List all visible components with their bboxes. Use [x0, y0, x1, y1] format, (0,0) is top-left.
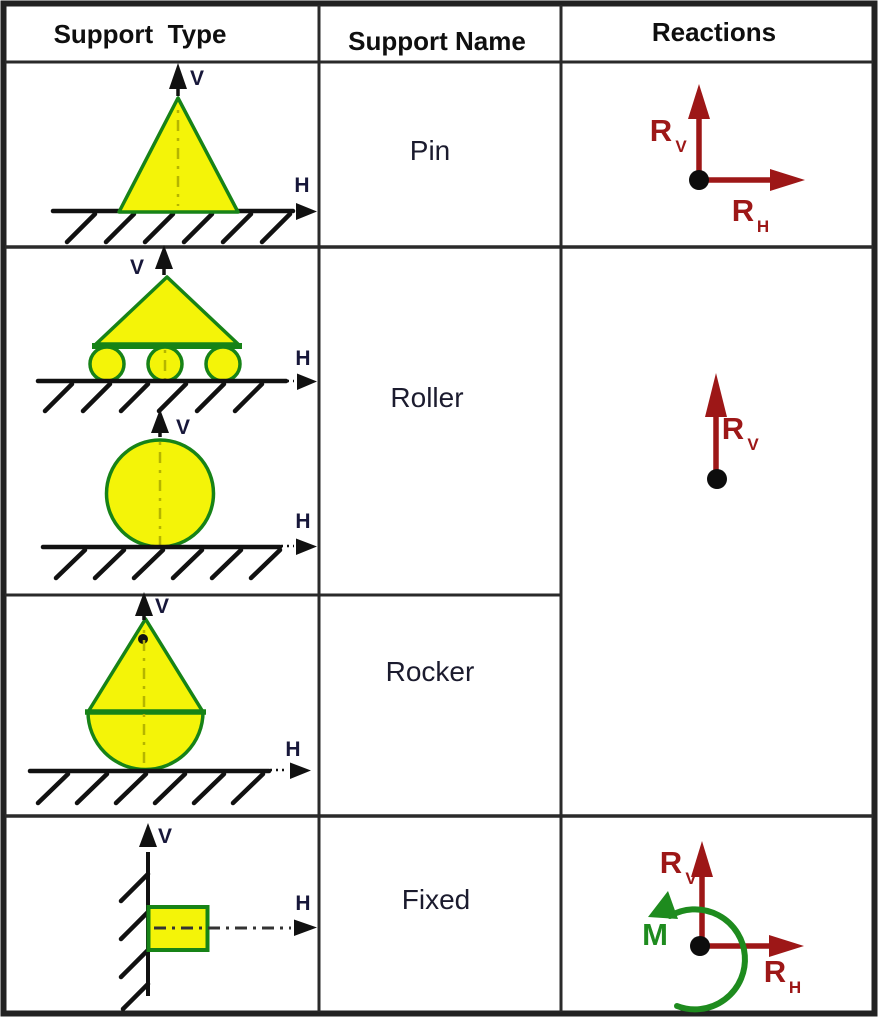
roller-wheel: [88, 345, 126, 383]
support-name-pin: Pin: [410, 135, 450, 166]
roller-triangle: [94, 275, 240, 346]
roller-wheel: [204, 345, 242, 383]
v-label: V: [158, 825, 172, 848]
rv-arrow-icon: [705, 373, 727, 417]
pin-support-diagram: V H: [50, 63, 317, 245]
h-arrow-icon: [296, 203, 317, 220]
v-arrow-icon: [139, 823, 157, 847]
rv-label: R: [660, 845, 682, 880]
v-label: V: [190, 67, 204, 90]
roller-rocker-reactions-diagram: R V: [705, 373, 759, 489]
v-label: V: [176, 416, 190, 439]
h-label: H: [294, 174, 309, 197]
moment-label: M: [642, 917, 668, 952]
ground-hatching: [35, 771, 266, 806]
header-support-type: Support Type: [54, 19, 227, 49]
rh-subscript: H: [757, 217, 769, 236]
support-name-rocker: Rocker: [386, 656, 475, 687]
roller-ball-diagram: V H: [40, 409, 317, 581]
support-node-dot: [707, 469, 727, 489]
rv-label: R: [650, 113, 672, 148]
fixed-support-diagram: H V: [118, 823, 317, 1012]
v-arrow-icon: [135, 592, 153, 616]
support-name-roller: Roller: [390, 382, 463, 413]
rh-label: R: [764, 954, 786, 989]
h-arrow-icon: [290, 762, 311, 779]
rh-arrow-icon: [769, 935, 804, 957]
rh-arrow-icon: [770, 169, 805, 191]
support-name-column: Pin Roller Rocker Fixed: [386, 135, 475, 915]
support-node-dot: [689, 170, 709, 190]
h-arrow-icon: [297, 373, 317, 390]
rv-arrow-icon: [688, 84, 710, 119]
rv-subscript: V: [675, 137, 687, 156]
support-node-dot: [690, 936, 710, 956]
v-label: V: [155, 595, 169, 618]
h-label: H: [285, 738, 300, 761]
h-label: H: [295, 510, 310, 533]
h-label: H: [295, 892, 310, 915]
v-arrow-icon: [151, 409, 169, 433]
header-reactions: Reactions: [652, 17, 776, 47]
rh-label: R: [732, 193, 754, 228]
rv-arrow-icon: [691, 841, 713, 877]
support-name-fixed: Fixed: [402, 884, 470, 915]
rv-subscript: V: [685, 869, 697, 888]
ground-hatching: [53, 547, 283, 581]
rv-subscript: V: [747, 435, 759, 454]
rh-subscript: H: [789, 978, 801, 997]
roller-support-diagram: V H: [35, 245, 317, 414]
rv-label: R: [722, 411, 744, 446]
v-arrow-icon: [169, 63, 187, 89]
v-arrow-icon: [155, 245, 173, 269]
ground-hatching: [42, 381, 265, 414]
wall-hatching: [118, 871, 151, 1012]
moment-arc: [667, 906, 748, 1013]
pin-reactions-diagram: R V R H: [650, 84, 805, 236]
fixed-reactions-diagram: R V R H M: [642, 841, 804, 1013]
h-arrow-icon: [296, 538, 317, 555]
moment-arrow-icon: [648, 891, 678, 919]
v-label: V: [130, 256, 144, 279]
h-arrow-icon: [294, 919, 317, 936]
h-label: H: [295, 347, 310, 370]
rocker-pin-dot: [138, 634, 148, 644]
ground-hatching: [64, 211, 293, 245]
rocker-support-diagram: V H: [27, 592, 311, 806]
header-support-name: Support Name: [348, 26, 526, 56]
header-row: Support Type Support Name Reactions: [54, 17, 777, 56]
